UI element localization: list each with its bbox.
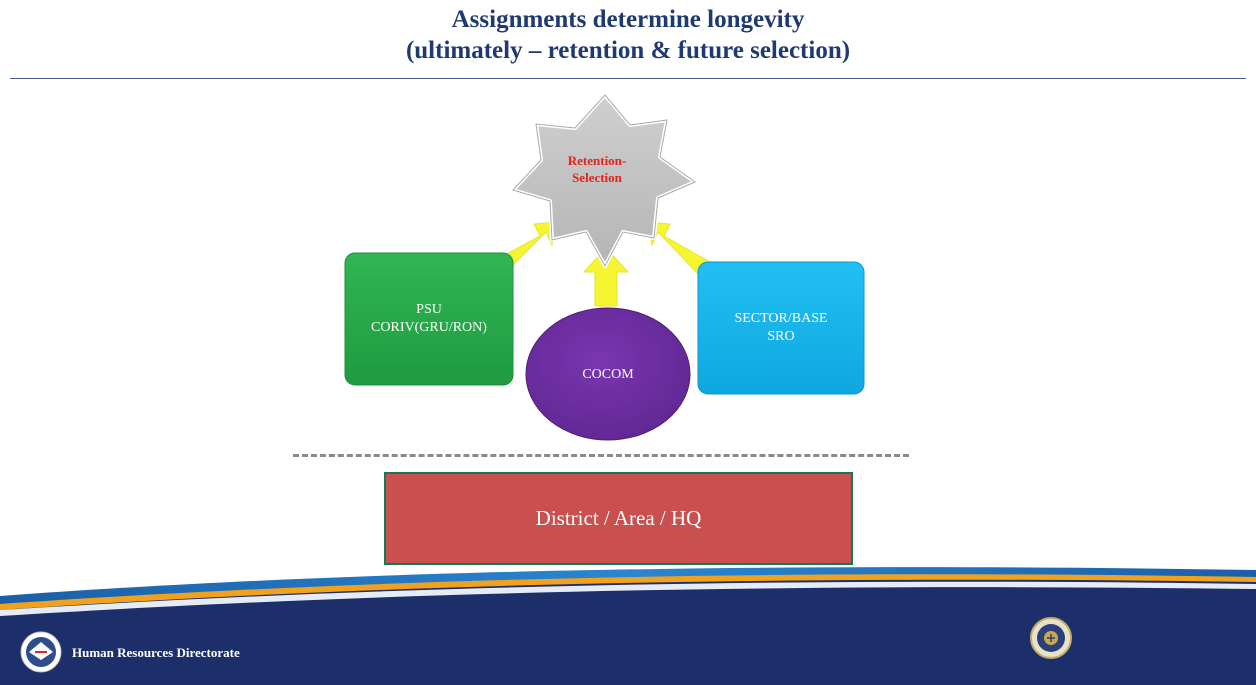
sector-box	[697, 261, 865, 395]
title-rule	[10, 78, 1246, 79]
psu-label-line-2: CORIV(GRU/RON)	[371, 320, 487, 335]
title-line-2: (ultimately – retention & future selecti…	[405, 37, 851, 64]
cocom-circle	[525, 307, 691, 441]
district-label: District / Area / HQ	[535, 506, 702, 530]
star-label: Retention- Selection	[540, 152, 654, 186]
star-label-line-1: Retention-	[567, 153, 627, 168]
sector-label-line-1: SECTOR/BASE	[734, 311, 828, 326]
retention-selection-star	[511, 93, 697, 268]
star-label-line-2: Selection	[572, 170, 622, 185]
footer-org-name: Human Resources Directorate	[72, 645, 240, 660]
sector-label-line-2: SRO	[767, 329, 795, 344]
sector-label: SECTOR/BASE SRO	[698, 310, 864, 346]
district-box: District / Area / HQ	[384, 472, 853, 565]
arrow-middle	[582, 247, 630, 307]
slide-title: Assignments determine longevity (ultimat…	[0, 4, 1256, 66]
psu-label-line-1: PSU	[416, 302, 442, 317]
footer-waves	[0, 567, 1256, 685]
right-seal-logo-icon	[1030, 617, 1072, 659]
dashed-separator	[293, 454, 909, 457]
title-line-1: Assignments determine longevity	[451, 6, 805, 33]
psu-box	[344, 252, 514, 386]
cocom-label: COCOM	[582, 367, 634, 382]
left-seal-logo-icon	[20, 631, 62, 673]
psu-label: PSU CORIV(GRU/RON)	[345, 301, 513, 337]
